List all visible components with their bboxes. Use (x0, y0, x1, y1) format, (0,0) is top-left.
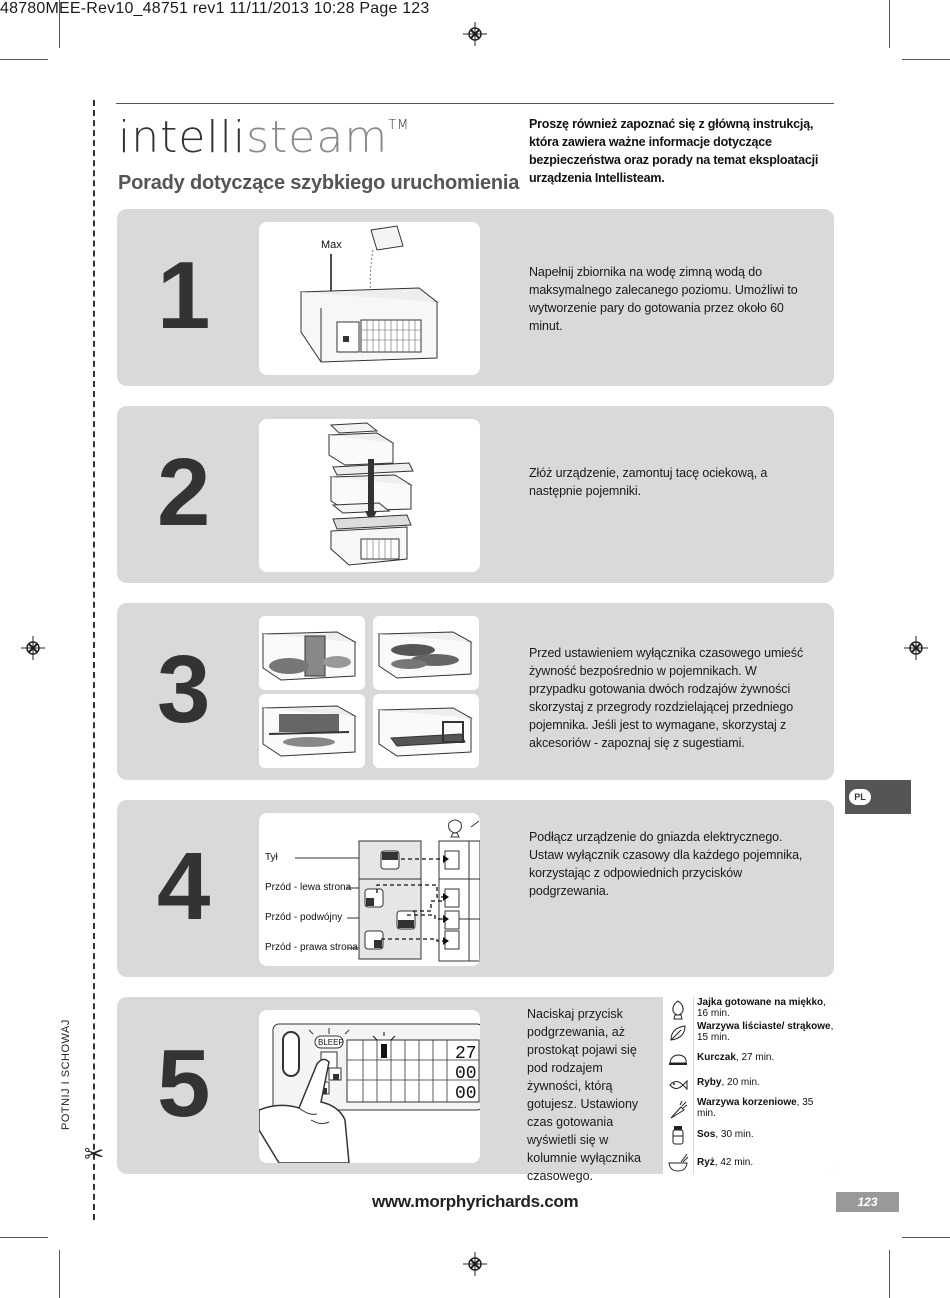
container-tray-illustration (373, 694, 479, 768)
label-back: Tył (265, 852, 278, 863)
cut-label: POTNIJ I SCHOWAJ (60, 1019, 72, 1130)
container-food-illustration (373, 616, 479, 690)
page-number: 123 (836, 1192, 899, 1212)
step-1-text: Napełnij zbiornika na wodę zimną wodą do… (529, 265, 798, 333)
step-5-panel: 5 27 00 00 BLEEP Naci (117, 997, 834, 1183)
step-2-illustration (259, 419, 480, 572)
container-divider-illustration (259, 616, 365, 690)
crop-mark (902, 1237, 950, 1238)
timer-button-diagram (295, 819, 480, 962)
leaf-icon (670, 1025, 686, 1041)
food-times-list: Jajka gotowane na miękko, 16 min. Warzyw… (694, 997, 834, 1174)
registration-mark-icon (463, 1252, 487, 1276)
fish-icon (669, 1079, 688, 1091)
title-rule (116, 103, 834, 104)
food-item-fish: Ryby, 20 min. (697, 1077, 760, 1088)
step-number: 1 (157, 242, 211, 349)
language-badge: PL (849, 789, 871, 805)
egg-icon (672, 1000, 684, 1020)
crop-mark (889, 1250, 890, 1298)
control-panel-press-icon: 27 00 00 BLEEP (259, 1023, 480, 1163)
step-3-panel: 3 (117, 603, 834, 780)
step-5-text: Naciskaj przycisk podgrzewania, aż prost… (527, 1007, 641, 1183)
label-front-left: Przód - lewa strona (265, 882, 352, 893)
display-digits: 00 (455, 1084, 477, 1104)
step-2-text: Złóż urządzenie, zamontuj tacę ociekową,… (529, 466, 768, 498)
food-item-leafy-veg: Warzywa liściaste/ strąkowe, 15 min. (697, 1021, 834, 1043)
step-1-panel: 1 Max Napełnij zbiornika na wodę zimną w… (117, 209, 834, 386)
intro-note: Proszę również zapoznać się z główną ins… (529, 117, 819, 185)
website-url: www.morphyrichards.com (372, 1192, 579, 1211)
crop-mark (59, 0, 60, 48)
label-front-double: Przód - podwójny (265, 912, 343, 923)
food-item-root-veg: Warzywa korzeniowe, 35 min. (697, 1097, 814, 1119)
print-header: 48780MEE-Rev10_48751 rev1 11/11/2013 10:… (0, 0, 430, 17)
food-container-icon (261, 631, 357, 681)
step-4-panel: 4 Tył Przód - lewa strona Przód - podwój… (117, 800, 834, 977)
carrot-icon (670, 1100, 688, 1119)
step-number: 4 (157, 833, 211, 940)
step-number: 2 (157, 439, 211, 546)
step-4-text: Podłącz urządzenie do gniazda elektryczn… (529, 830, 803, 898)
rice-bowl-icon (668, 1153, 689, 1172)
crop-mark (59, 1250, 60, 1298)
display-digits: 00 (455, 1064, 477, 1084)
steamer-assembly-icon (327, 422, 414, 566)
food-item-rice: Ryż, 42 min. (697, 1157, 754, 1168)
container-rack-illustration (259, 694, 365, 768)
food-container-icon (377, 707, 473, 757)
food-item-sauce: Sos, 30 min. (697, 1129, 754, 1140)
steamer-fill-icon: Max (299, 225, 439, 363)
food-item-eggs: Jajka gotowane na miękko, 16 min. (697, 997, 826, 1019)
food-container-icon (261, 705, 357, 757)
registration-mark-icon (904, 636, 928, 660)
cut-line (93, 100, 95, 1220)
step-4-illustration: Tył Przód - lewa strona Przód - podwójny… (259, 813, 480, 966)
step-3-text: Przed ustawieniem wyłącznika czasowego u… (529, 646, 804, 750)
step-1-illustration: Max (259, 222, 480, 375)
page-title: Porady dotyczące szybkiego uruchomienia (118, 172, 520, 194)
crop-mark (0, 1237, 48, 1238)
step-number: 3 (157, 636, 211, 743)
sauce-jar-icon (672, 1126, 684, 1145)
crop-mark (0, 59, 48, 60)
step-5-illustration: 27 00 00 BLEEP (259, 1010, 480, 1163)
food-item-chicken: Kurczak, 27 min. (697, 1052, 775, 1063)
registration-mark-icon (21, 636, 45, 660)
crop-mark (889, 0, 890, 48)
bleep-label: BLEEP (318, 1038, 344, 1047)
display-digits: 27 (455, 1044, 477, 1064)
crop-mark (902, 59, 950, 60)
step-number: 5 (157, 1030, 211, 1137)
registration-mark-icon (463, 22, 487, 46)
language-tab: PL (845, 780, 911, 814)
label-front-right: Przód - prawa strona (265, 942, 358, 953)
chicken-icon (669, 1054, 687, 1065)
max-label: Max (321, 239, 342, 251)
scissors-icon: ✂ (84, 1141, 105, 1168)
food-container-icon (377, 631, 473, 679)
step-2-panel: 2 Złóż urządzenie, zamontuj tacę ociekow… (117, 406, 834, 583)
intellisteam-logo: intellisteamTM (118, 112, 410, 163)
